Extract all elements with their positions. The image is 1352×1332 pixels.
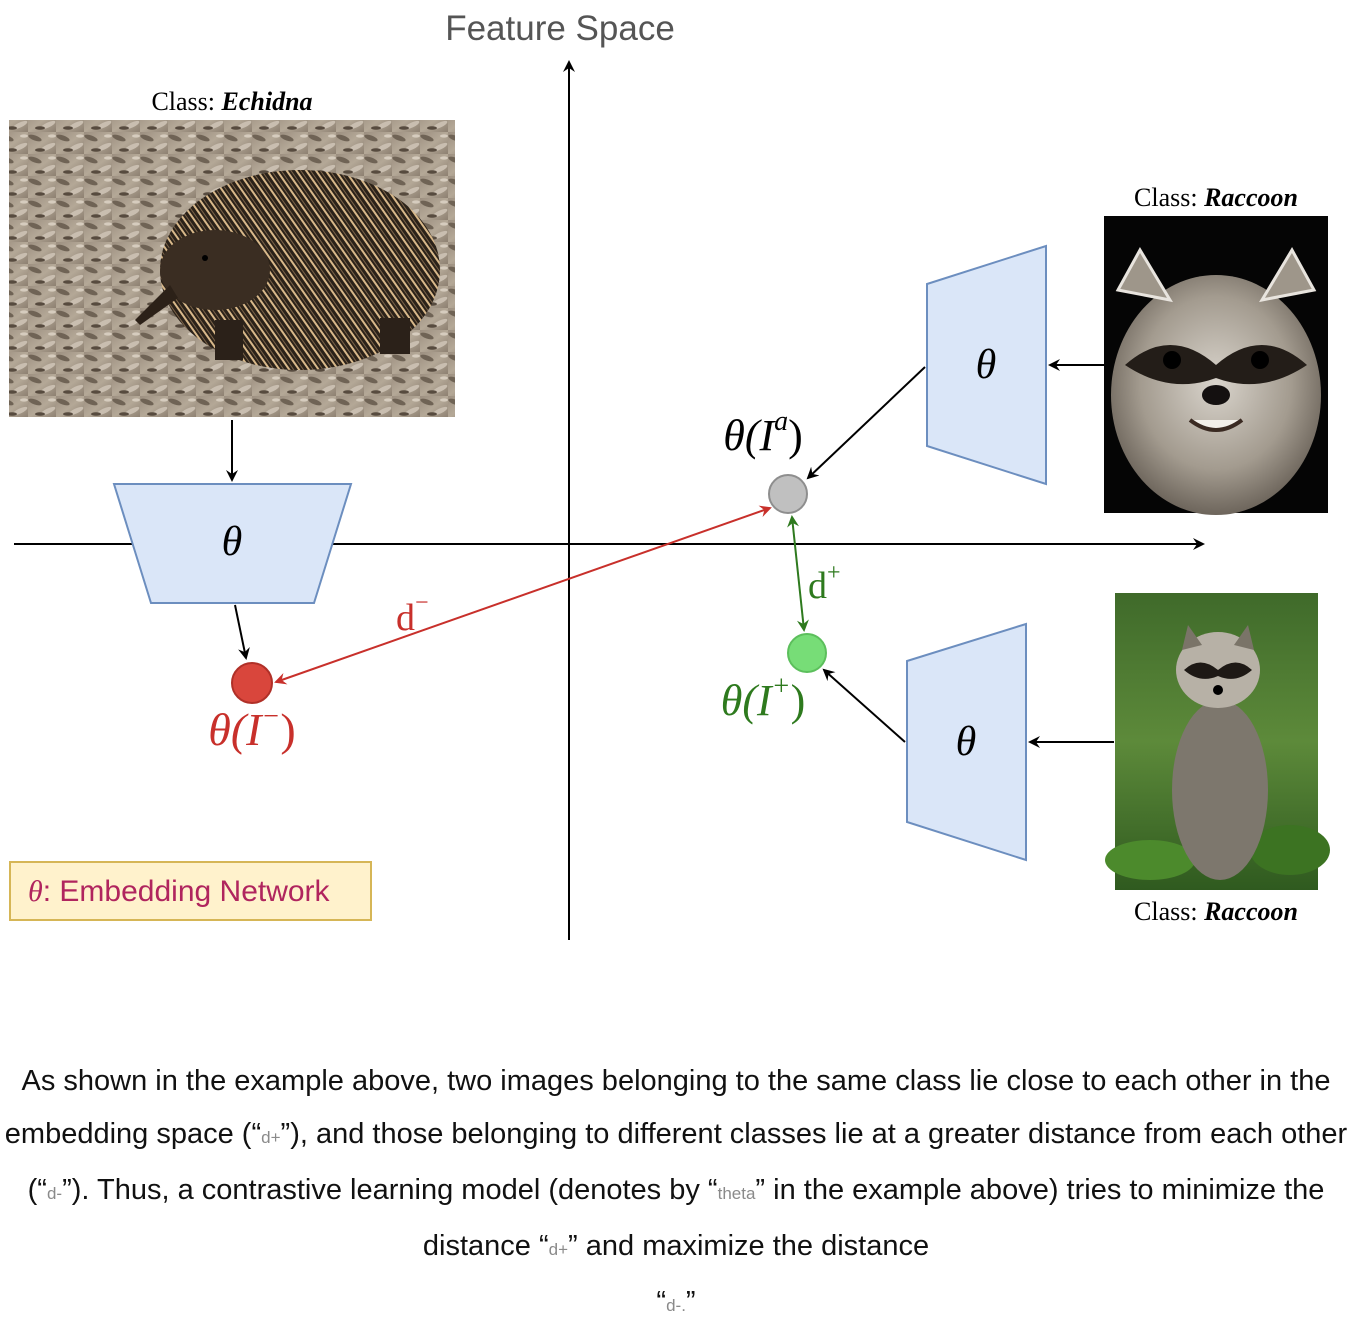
network-symbol-left: θ (222, 519, 243, 565)
legend-box (9, 861, 372, 921)
negative-embedding-point (231, 662, 273, 704)
network-symbol-anchor: θ (976, 342, 997, 388)
embedding-network-anchor (926, 244, 1047, 486)
network-symbol-positive: θ (956, 719, 977, 765)
network-to-anchor-arrow (806, 366, 926, 480)
embedding-network-positive (906, 622, 1027, 862)
caption: As shown in the example above, two image… (4, 1065, 1348, 1318)
network-to-positive-arrow (822, 668, 906, 743)
positive-embedding-label: θ(I+) (721, 671, 805, 725)
raccoon-anchor-image (1104, 216, 1328, 515)
anchor-embedding-point (768, 474, 808, 514)
negative-distance-arrow (274, 505, 772, 685)
echidna-class-label: Class: Echidna (151, 87, 312, 116)
raccoon-positive-image (1105, 593, 1330, 890)
legend-text: θ: Embedding Network (28, 875, 331, 908)
feature-space-diagram: Feature Space Class: Echidna θ θ(I−) d− … (9, 9, 1330, 940)
negative-embedding-label: θ(I−) (208, 701, 295, 755)
diagram-title: Feature Space (445, 9, 675, 48)
echidna-image (9, 120, 455, 417)
anchor-embedding-label: θ(Ia) (723, 406, 803, 460)
positive-distance-arrow (787, 515, 809, 632)
raccoon-positive-class-label: Class: Raccoon (1134, 897, 1298, 926)
positive-embedding-point (787, 633, 827, 673)
raccoon-anchor-class-label: Class: Raccoon (1134, 183, 1298, 212)
network-to-negative-arrow (234, 604, 250, 660)
positive-distance-label: d+ (808, 560, 841, 607)
negative-distance-label: d− (396, 590, 429, 639)
